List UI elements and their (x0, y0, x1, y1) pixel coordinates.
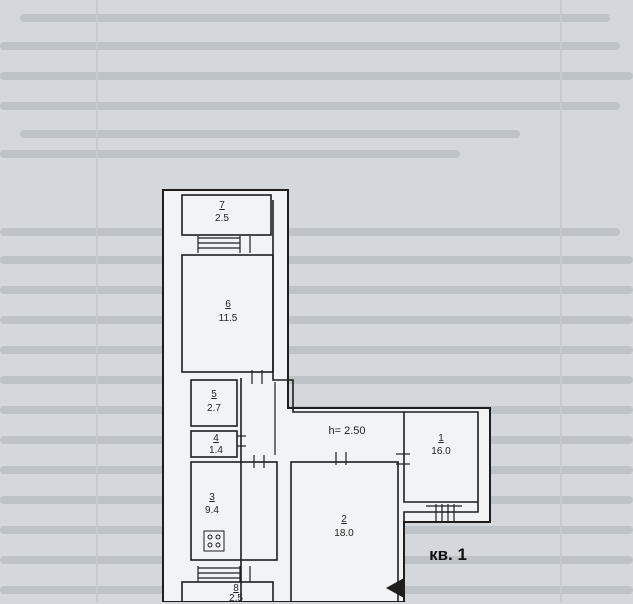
apartment-label: кв. 1 (429, 545, 467, 564)
room-6-outline (181, 254, 274, 373)
room-1-outline (403, 412, 478, 503)
door-room-6 (251, 370, 263, 384)
room-7-number: 7 (219, 200, 225, 211)
room-1-number: 1 (438, 433, 444, 444)
room-4-number: 4 (213, 433, 219, 444)
room-7-area: 2.5 (215, 213, 229, 224)
room-3-outline (190, 461, 278, 561)
door-room-2 (335, 452, 347, 465)
room-3-number: 3 (209, 492, 215, 503)
room-1-area: 16.0 (431, 446, 451, 457)
room-8-outline (181, 581, 274, 602)
room-3-area: 9.4 (205, 505, 219, 516)
window-room-1 (426, 504, 462, 522)
stove-icon (203, 530, 225, 552)
door-room-3 (253, 455, 265, 468)
room-2-area: 18.0 (334, 528, 354, 539)
room-4-outline (190, 430, 238, 458)
room-5-area: 2.7 (207, 403, 221, 414)
room-5-outline (190, 379, 238, 427)
room-2-number: 2 (341, 514, 347, 525)
entrance-arrow-icon (386, 578, 404, 598)
door-room-1 (396, 453, 410, 465)
room-4-area: 1.4 (209, 445, 223, 456)
room-6-area: 11.5 (218, 313, 238, 324)
room-7-outline (181, 194, 272, 236)
room-8-area: 2.5 (229, 593, 243, 604)
inner-wall-outline (272, 200, 479, 595)
room-8-number: 8 (233, 583, 239, 594)
plan-outer-wall (162, 189, 491, 602)
room-5-number: 5 (211, 389, 217, 400)
window-room-7 (197, 236, 251, 253)
window-room-8 (197, 566, 251, 582)
ceiling-height-label: h= 2.50 (328, 425, 366, 437)
room-2-outline (290, 461, 399, 602)
door-room-4 (237, 435, 246, 447)
room-6-number: 6 (225, 299, 231, 310)
